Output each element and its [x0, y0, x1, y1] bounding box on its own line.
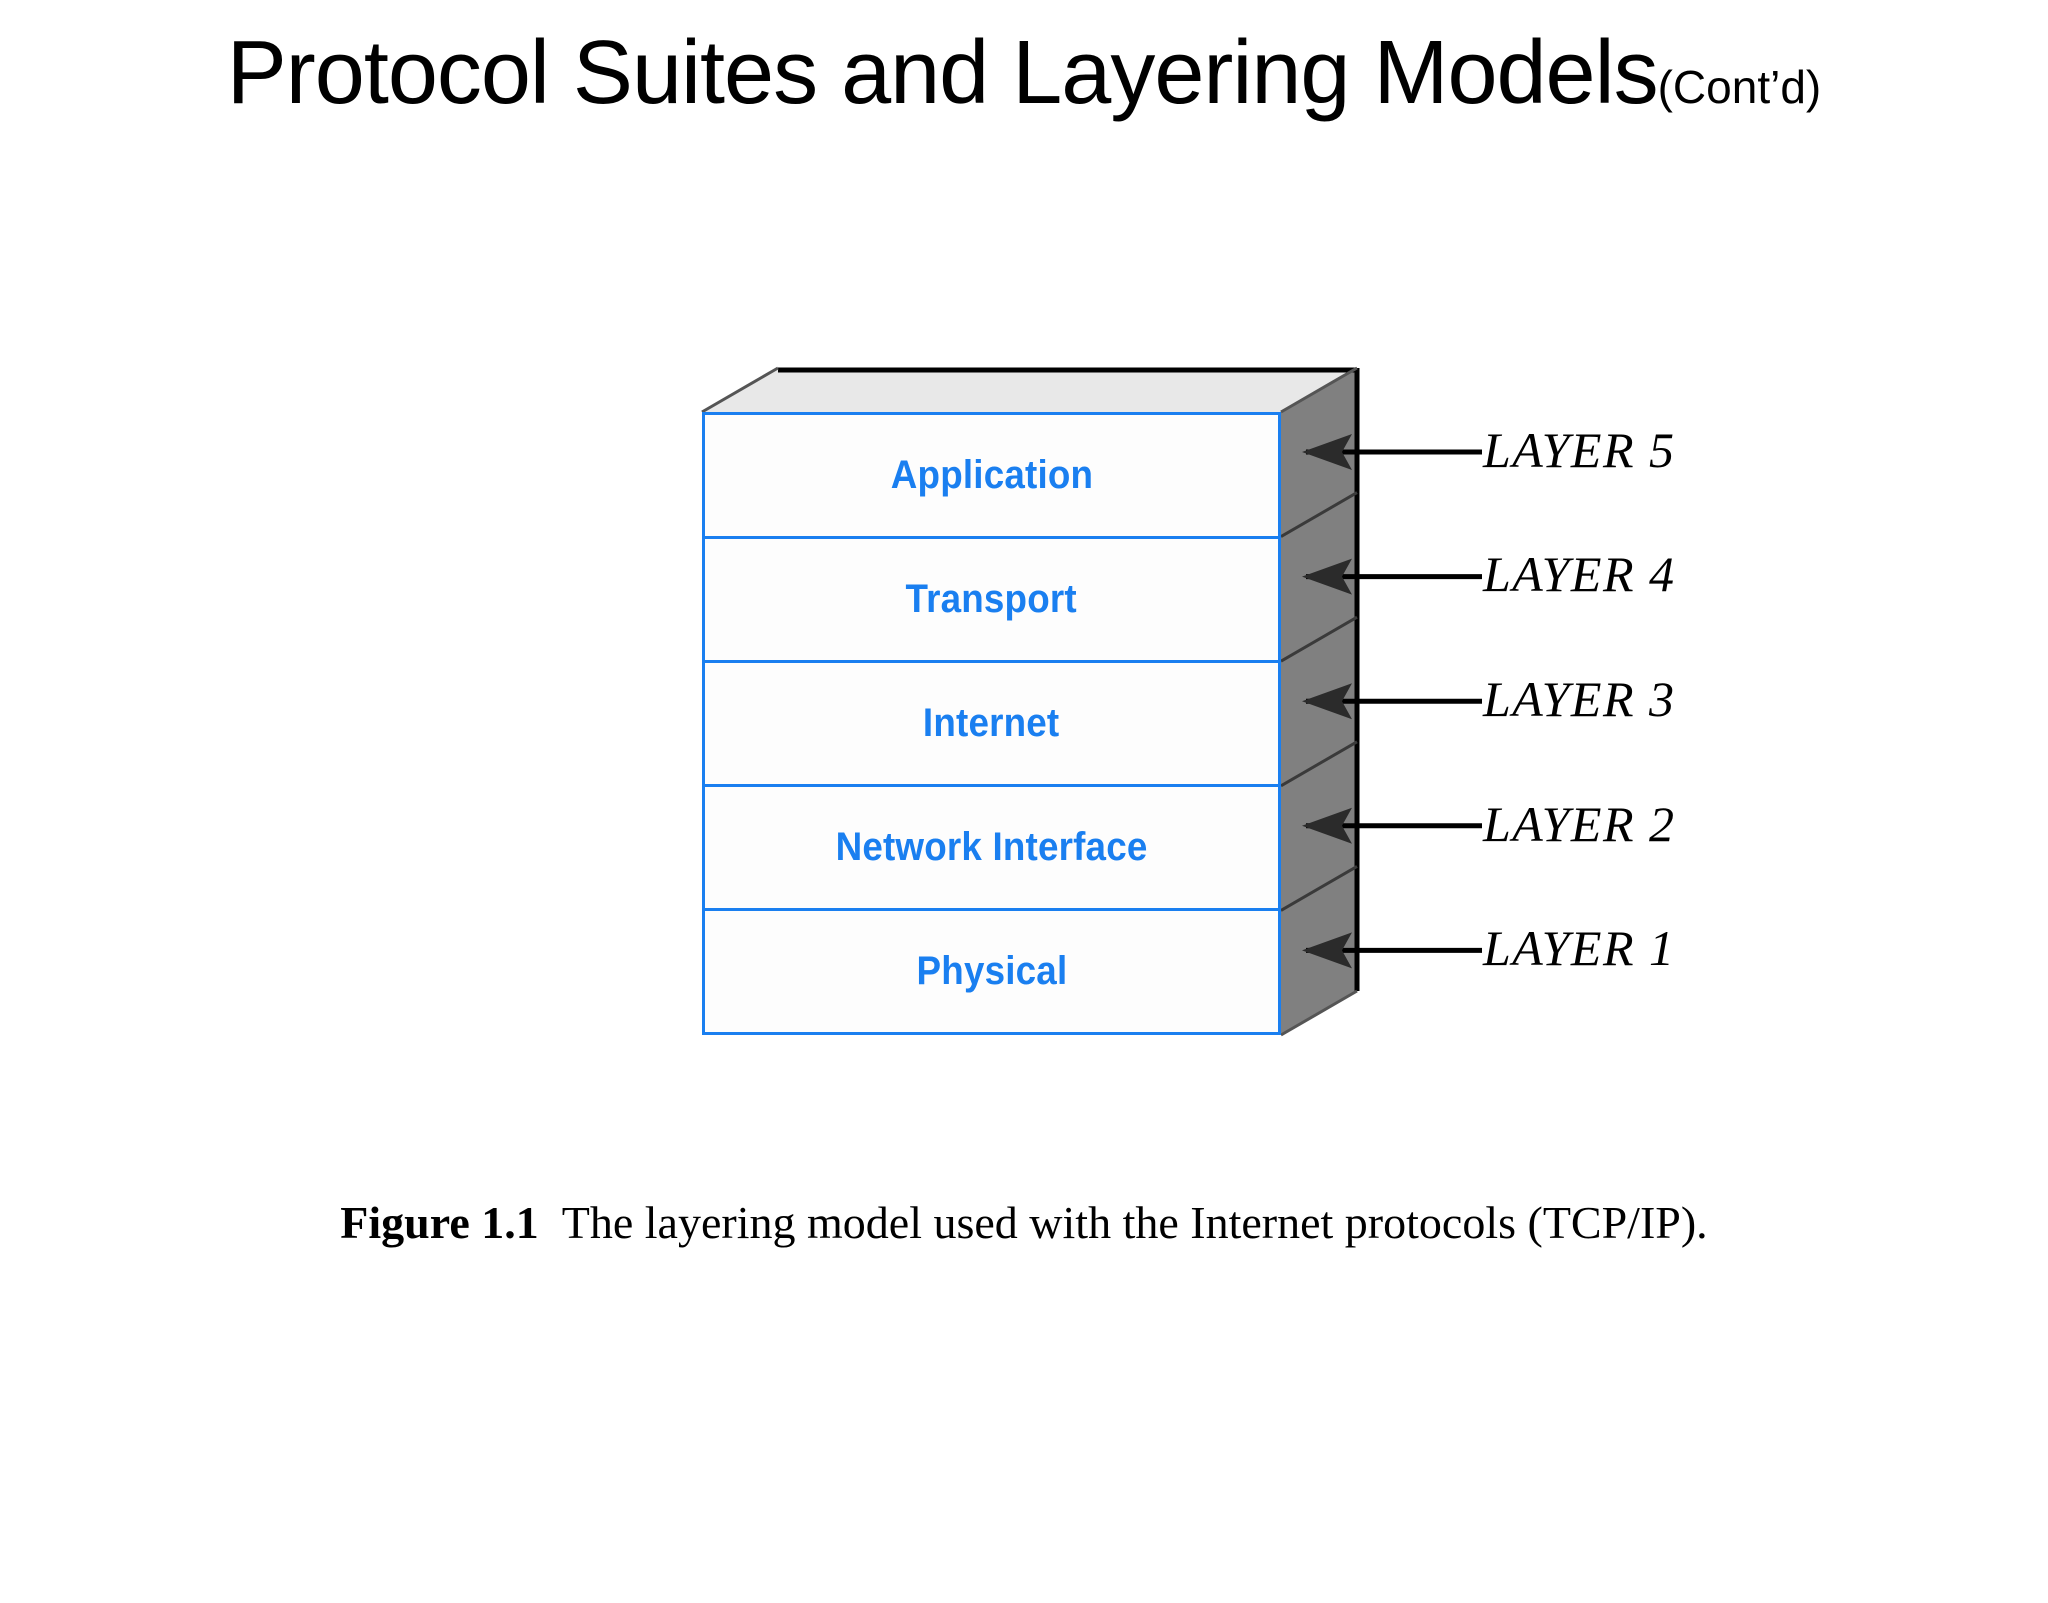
stack-layer-transport[interactable]: Transport: [705, 539, 1278, 663]
layer-arrow-head: [1302, 434, 1352, 470]
callout-layer-1: LAYER 1: [1483, 920, 1676, 976]
side-face-divider: [1280, 740, 1358, 788]
page-title: Protocol Suites and Layering Models(Cont…: [0, 18, 2048, 142]
layer-label: Network Interface: [835, 825, 1148, 869]
callout-layer-3: LAYER 3: [1483, 671, 1676, 727]
page-title-main: Protocol Suites and Layering Models: [226, 23, 1659, 123]
stack-top-face: [702, 368, 1357, 412]
figure-caption-label: Figure 1.1: [340, 1197, 539, 1248]
stack-bottom-right-edge: [1280, 989, 1358, 1037]
stack-layer-physical[interactable]: Physical: [705, 911, 1278, 1032]
figure-caption-text: The layering model used with the Interne…: [561, 1197, 1708, 1248]
stack-layer-application[interactable]: Application: [705, 415, 1278, 539]
callout-layer-5: LAYER 5: [1483, 422, 1676, 478]
side-face-divider: [1280, 865, 1358, 912]
layer-arrow-head: [1302, 807, 1352, 844]
callout-layer-4: LAYER 4: [1483, 546, 1676, 602]
layer-label: Transport: [905, 577, 1078, 621]
stack-top-right-edge: [1280, 366, 1358, 414]
stack-layer-internet[interactable]: Internet: [705, 663, 1278, 787]
page-title-suffix: (Cont’d): [1657, 61, 1822, 113]
protocol-stack-front-face: Application Transport Internet Network I…: [702, 412, 1281, 1035]
stack-top-left-edge: [701, 366, 779, 414]
layer-pointer-arrows: [1302, 434, 1482, 969]
stack-3d-shape: [701, 366, 1482, 1037]
protocol-stack-3d: Application Transport Internet Network I…: [701, 366, 1482, 1068]
layer-arrow-head: [1302, 683, 1352, 720]
layer-arrow-head: [1302, 932, 1352, 969]
figure-caption: Figure 1.1 The layering model used with …: [0, 1195, 2048, 1251]
side-face-divider: [1280, 491, 1358, 538]
layer-arrow-head: [1302, 558, 1352, 595]
callout-layer-2: LAYER 2: [1483, 796, 1676, 852]
layer-label: Physical: [916, 949, 1067, 993]
side-face-divider: [1280, 615, 1358, 663]
stack-layer-network-interface[interactable]: Network Interface: [705, 787, 1278, 911]
layer-label: Application: [890, 453, 1093, 497]
layer-label: Internet: [923, 701, 1060, 745]
